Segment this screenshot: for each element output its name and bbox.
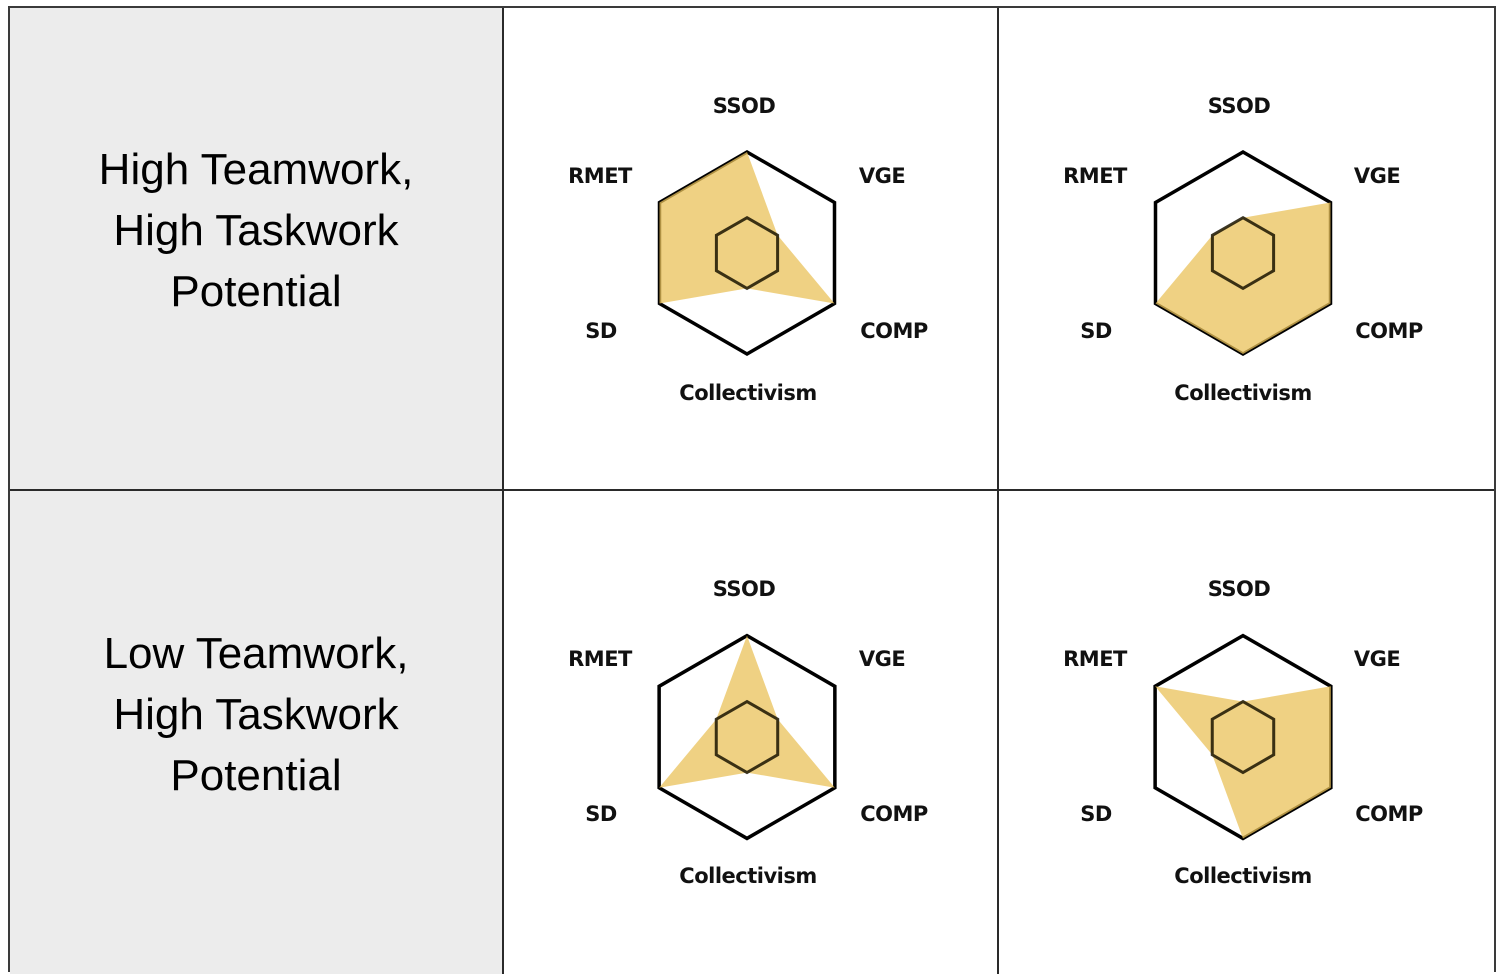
inner-grid-hexagon bbox=[714, 215, 780, 291]
inner-grid-hexagon bbox=[714, 699, 780, 775]
data-polygon bbox=[659, 152, 835, 304]
row-label-high-teamwork: High Teamwork, High Taskwork Potential bbox=[98, 145, 414, 316]
profile-grid: High Teamwork, High Taskwork Potential S… bbox=[8, 6, 1496, 974]
inner-grid-hexagon bbox=[1210, 215, 1276, 291]
axis-label-vge: VGE bbox=[858, 647, 906, 671]
row-label-cell-low-teamwork: Low Teamwork, High Taskwork Potential bbox=[10, 491, 504, 974]
axis-label-comp: COMP bbox=[860, 802, 928, 826]
axis-label-rmet: RMET bbox=[1063, 647, 1127, 671]
row-label-cell-high-teamwork: High Teamwork, High Taskwork Potential bbox=[10, 8, 504, 491]
axis-label-comp: COMP bbox=[860, 319, 928, 343]
axis-label-sd: SD bbox=[585, 319, 617, 343]
axis-label-rmet: RMET bbox=[568, 647, 632, 671]
radar-chart bbox=[1153, 633, 1333, 841]
outer-grid-hexagon bbox=[1153, 633, 1333, 841]
data-polygon bbox=[1155, 202, 1331, 354]
radar-chart-cell: SSOD VGE COMP Collectivism SD RMET bbox=[999, 491, 1494, 974]
inner-grid-hexagon bbox=[1210, 699, 1276, 775]
axis-label-comp: COMP bbox=[1355, 319, 1423, 343]
radar-chart-cell: SSOD VGE COMP Collectivism SD RMET bbox=[504, 8, 999, 491]
axis-label-sd: SD bbox=[1080, 319, 1112, 343]
outer-grid-hexagon bbox=[657, 633, 837, 841]
axis-label-ssod: SSOD bbox=[1207, 94, 1271, 118]
data-polygon bbox=[659, 635, 835, 788]
data-polygon bbox=[1155, 686, 1331, 839]
radar-chart bbox=[1153, 149, 1333, 357]
axis-label-ssod: SSOD bbox=[712, 94, 776, 118]
axis-label-sd: SD bbox=[1080, 802, 1112, 826]
radar-chart bbox=[657, 633, 837, 841]
radar-chart-cell: SSOD VGE COMP Collectivism SD RMET bbox=[504, 491, 999, 974]
axis-label-comp: COMP bbox=[1355, 802, 1423, 826]
axis-label-collectivism: Collectivism bbox=[679, 381, 817, 405]
axis-label-ssod: SSOD bbox=[712, 577, 776, 601]
radar-chart-cell: SSOD VGE COMP Collectivism SD RMET bbox=[999, 8, 1494, 491]
axis-label-vge: VGE bbox=[1353, 164, 1401, 188]
radar-chart bbox=[657, 149, 837, 357]
axis-label-collectivism: Collectivism bbox=[1174, 864, 1312, 888]
axis-label-rmet: RMET bbox=[568, 164, 632, 188]
axis-label-ssod: SSOD bbox=[1207, 577, 1271, 601]
axis-label-sd: SD bbox=[585, 802, 617, 826]
axis-label-vge: VGE bbox=[858, 164, 906, 188]
axis-label-collectivism: Collectivism bbox=[1174, 381, 1312, 405]
axis-label-rmet: RMET bbox=[1063, 164, 1127, 188]
row-label-low-teamwork: Low Teamwork, High Taskwork Potential bbox=[103, 629, 409, 800]
axis-label-collectivism: Collectivism bbox=[679, 864, 817, 888]
axis-label-vge: VGE bbox=[1353, 647, 1401, 671]
